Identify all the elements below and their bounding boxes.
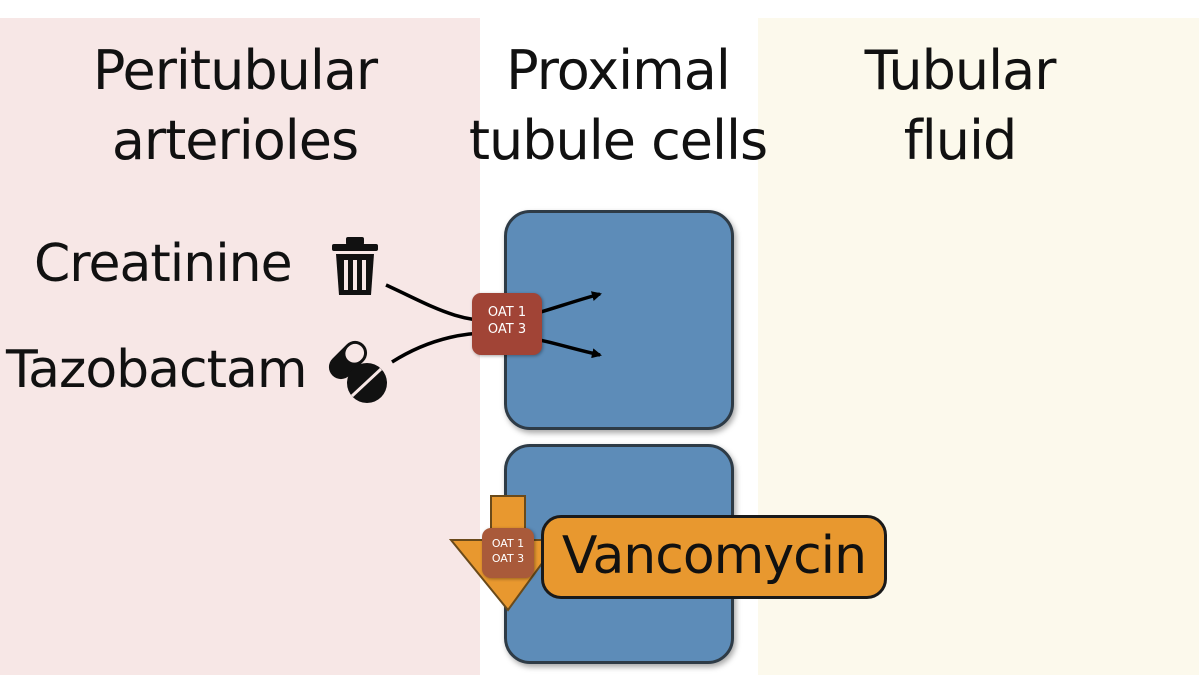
oat-transporter-bottom: OAT 1 OAT 3 (482, 528, 534, 578)
creatinine-label: Creatinine (34, 234, 293, 294)
trash-icon (332, 237, 378, 295)
title-line: Tubular (864, 39, 1057, 102)
transporter-label: OAT 3 (487, 322, 527, 337)
vancomycin-badge: Vancomycin (541, 515, 887, 599)
tazobactam-label: Tazobactam (6, 340, 308, 400)
transporter-label: OAT 3 (491, 552, 525, 565)
transporter-label: OAT 1 (491, 537, 525, 550)
title-line: Peritubular (92, 39, 378, 102)
peritubular-arterioles-title: Peritubular arterioles (0, 36, 470, 176)
proximal-tubule-cell-top (504, 210, 734, 430)
title-line: fluid (903, 109, 1018, 172)
tubular-fluid-title: Tubular fluid (820, 36, 1100, 176)
transporter-label: OAT 1 (487, 305, 527, 320)
title-line: arterioles (111, 109, 359, 172)
title-line: Proximal (506, 39, 731, 102)
pills-icon (328, 340, 387, 403)
oat-transporter-top: OAT 1 OAT 3 (472, 293, 542, 355)
peritubular-arterioles-zone (0, 18, 480, 675)
title-line: tubule cells (468, 109, 768, 172)
proximal-tubule-cells-title: Proximal tubule cells (458, 36, 778, 176)
